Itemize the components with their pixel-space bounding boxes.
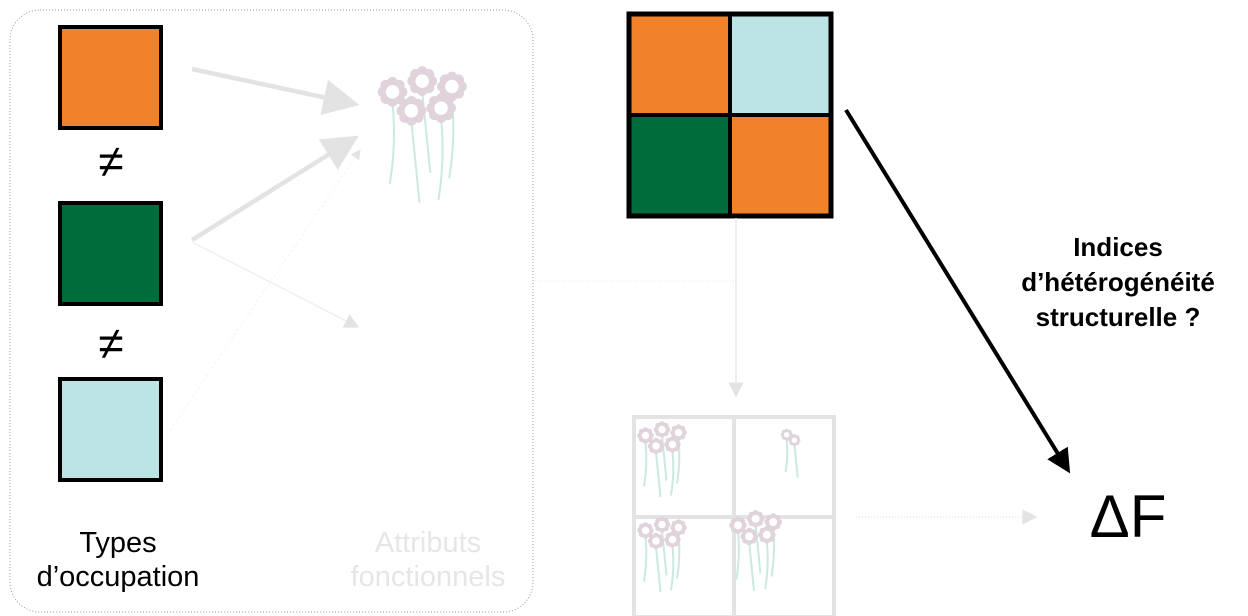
- arrow-grid-to-delta-f: [844, 108, 1071, 474]
- left-panel: [9, 9, 534, 613]
- flower-cluster-icon: [637, 516, 687, 593]
- flower-cluster-icon: [729, 510, 782, 591]
- arrow-orange-to-flowers: [191, 66, 360, 115]
- grid-cell-bottom-right: [730, 115, 831, 216]
- flower-cluster-icon: [780, 428, 801, 478]
- delta-f-label: ΔF: [1089, 483, 1167, 550]
- flower-cluster-icon: [637, 421, 687, 498]
- land-cover-square-orange: [58, 25, 163, 130]
- grid-cell-top-left: [629, 14, 730, 115]
- types-label: Types d’occupation: [36, 527, 200, 593]
- not-equal-sign: ≠: [98, 317, 124, 369]
- arrow-green-to-flowers: [190, 135, 359, 242]
- landscape-grid: [626, 11, 834, 219]
- arrow-blue-to-flowers: [169, 149, 361, 431]
- grid-cell-bottom-left: [629, 115, 730, 216]
- land-cover-square-dark-green: [58, 201, 163, 306]
- attributes-label: Attributs fonctionnels: [350, 527, 506, 593]
- land-cover-square-light-blue: [58, 377, 163, 482]
- not-equal-sign: ≠: [98, 135, 124, 187]
- flower-cluster-icon: [377, 66, 467, 203]
- faded-landscape-grid: [632, 415, 836, 616]
- grid-cell-top-right: [730, 14, 831, 115]
- arrow-green-to-attributes: [191, 241, 360, 328]
- question-text: Indices d’hétérogénéité structurelle ?: [1021, 232, 1215, 332]
